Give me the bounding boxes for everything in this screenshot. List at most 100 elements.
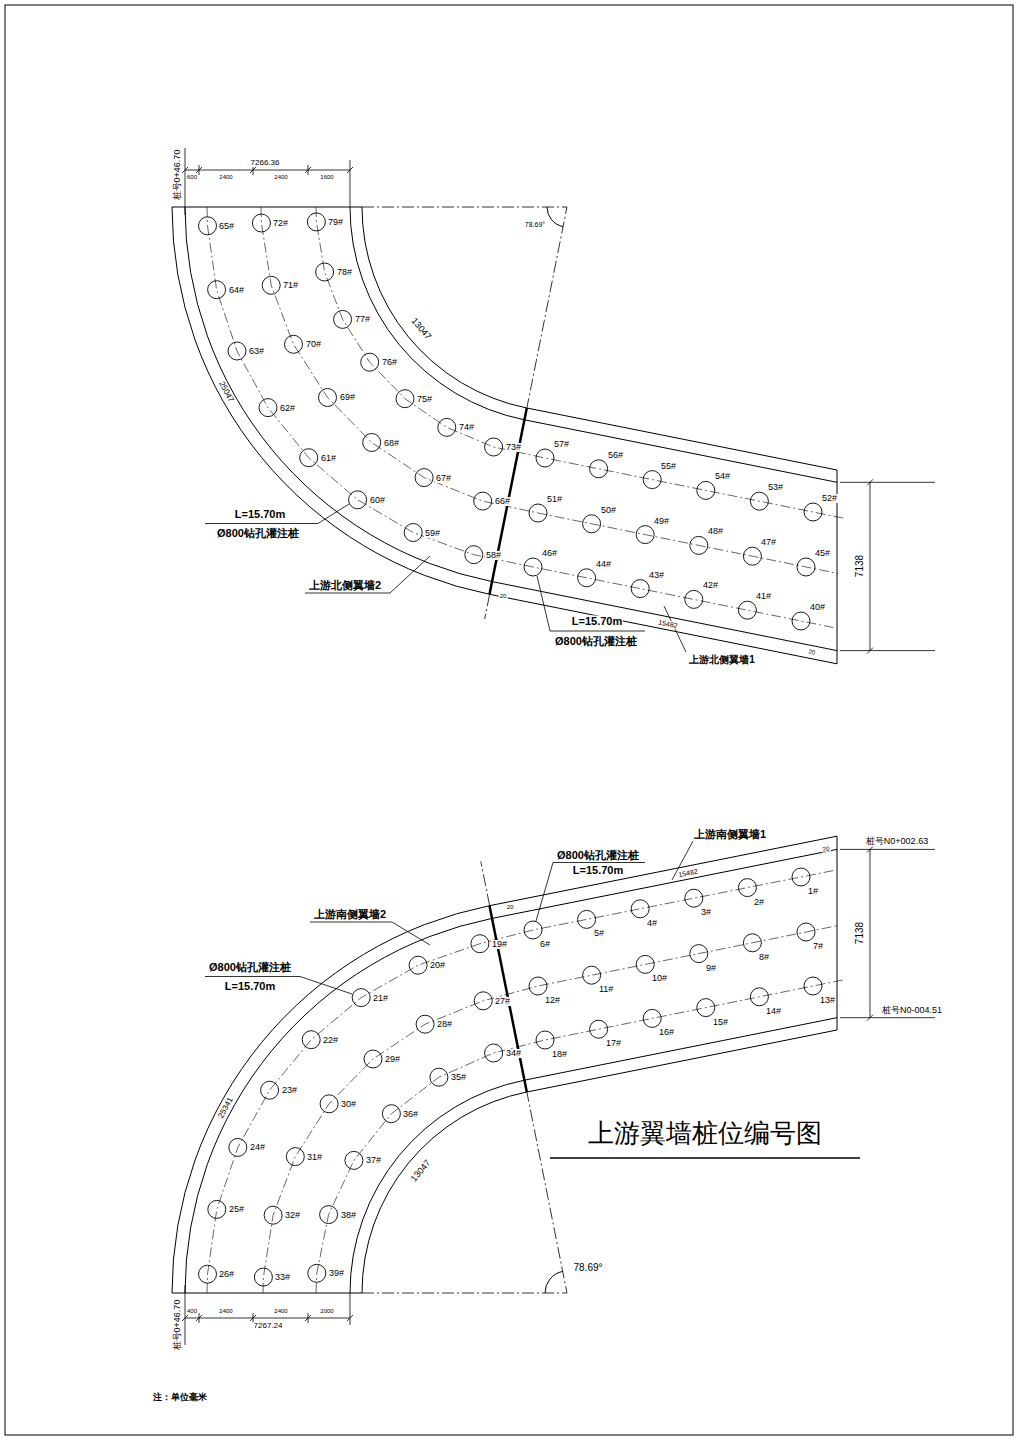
dimension: 2400 — [218, 1308, 233, 1314]
pile-row-line — [316, 980, 845, 1294]
pile-row-line — [263, 926, 838, 1294]
pile-circle — [797, 923, 815, 941]
pile-number: 56# — [607, 451, 624, 460]
pile-type: Ø800钻孔灌注桩 — [208, 962, 292, 973]
pile-number: 15# — [712, 1018, 729, 1027]
dimension: 7138 — [855, 921, 865, 945]
pile-number: 67# — [435, 474, 452, 483]
pile-number: 53# — [767, 483, 784, 492]
pile-circle — [643, 471, 661, 489]
pile-circle — [438, 418, 456, 436]
pile-circle — [697, 999, 715, 1017]
pile-length: L=15.70m — [572, 865, 624, 876]
pile-circle — [685, 590, 703, 608]
pile-number: 40# — [809, 603, 826, 612]
pile-number: 55# — [660, 462, 677, 471]
pile-circle — [259, 399, 277, 417]
pile-circle — [229, 1138, 247, 1156]
pile-number: 10# — [651, 974, 668, 983]
pile-number: 45# — [814, 549, 831, 558]
pile-number: 26# — [218, 1270, 235, 1279]
pile-length: L=15.70m — [571, 616, 623, 627]
section-joint — [490, 408, 527, 594]
pile-circle — [631, 900, 649, 918]
pile-circle — [474, 492, 492, 510]
pile-number: 50# — [600, 506, 617, 515]
section-joint — [490, 906, 527, 1092]
pile-number: 34# — [505, 1049, 522, 1058]
pile-number: 31# — [306, 1153, 323, 1162]
wall-name: 上游南侧翼墙1 — [693, 829, 767, 840]
radius-dimension: 25047 — [216, 380, 235, 405]
dimension: 7138 — [855, 554, 865, 578]
pile-circle — [252, 214, 270, 232]
pile-number: 60# — [369, 496, 386, 505]
pile-number: 5# — [593, 929, 605, 938]
pile-number: 37# — [365, 1156, 382, 1165]
dimension: 2400 — [273, 174, 288, 180]
pile-number: 11# — [598, 985, 614, 994]
drawing-title: 上游翼墙桩位编号图 — [588, 1120, 822, 1146]
pile-number: 43# — [648, 571, 665, 580]
pile-circle — [685, 889, 703, 907]
radius-dimension: 13047 — [409, 1158, 433, 1184]
pile-circle — [302, 1031, 320, 1049]
pile-circle — [361, 353, 379, 371]
pile-number: 57# — [553, 440, 570, 449]
pile-number: 42# — [702, 581, 719, 590]
pile-number: 69# — [339, 393, 356, 402]
pile-number: 64# — [228, 286, 245, 295]
angle-dimension: 78.69° — [572, 1263, 603, 1273]
pile-circle — [382, 1105, 400, 1123]
pile-circle — [307, 213, 325, 231]
dimension: 20 — [506, 904, 515, 910]
pile-number: 63# — [248, 347, 265, 356]
pile-row-line — [207, 871, 833, 1293]
pile-number: 49# — [653, 517, 670, 526]
pile-circle — [308, 1264, 326, 1282]
pile-number: 73# — [505, 443, 522, 452]
pile-circle — [319, 389, 337, 407]
pile-circle — [583, 515, 601, 533]
dimension: 2400 — [273, 1308, 288, 1314]
angle-arc — [545, 1271, 563, 1293]
pile-circle — [743, 934, 761, 952]
dimension: 20 — [499, 593, 508, 599]
pile-circle — [409, 956, 427, 974]
pile-number: 35# — [450, 1073, 467, 1082]
pile-length: L=15.70m — [224, 981, 276, 992]
pile-circle — [363, 434, 381, 452]
dimension: 2400 — [218, 174, 233, 180]
pile-circle — [254, 1268, 272, 1286]
pile-type: Ø800钻孔灌注桩 — [216, 528, 300, 539]
pile-number: 39# — [328, 1269, 345, 1278]
pile-number: 7# — [812, 942, 824, 951]
pile-circle — [416, 1015, 434, 1033]
pile-circle — [804, 977, 822, 995]
pile-number: 46# — [541, 549, 558, 558]
pile-circle — [804, 503, 822, 521]
dimension: 20 — [821, 845, 831, 853]
pile-circle — [529, 504, 547, 522]
pile-circle — [352, 989, 370, 1007]
pile-circle — [636, 955, 654, 973]
pile-circle — [320, 1095, 338, 1113]
pile-circle — [485, 438, 503, 456]
south-wing-wall-outline — [172, 836, 837, 1293]
pile-circle — [792, 868, 810, 886]
pile-circle — [364, 1050, 382, 1068]
pile-circle — [636, 526, 654, 544]
pile-circle — [396, 390, 414, 408]
pile-number: 41# — [755, 592, 772, 601]
pile-number: 77# — [354, 315, 371, 324]
title-underline — [550, 1157, 860, 1159]
pile-circle — [349, 491, 367, 509]
pile-circle — [536, 1031, 554, 1049]
pile-circle — [797, 558, 815, 576]
pile-row-line — [207, 207, 833, 628]
pile-number: 66# — [494, 497, 511, 506]
pile-number: 6# — [539, 940, 551, 949]
pile-number: 14# — [765, 1007, 782, 1016]
pile-circle — [583, 966, 601, 984]
pile-row-line — [261, 207, 838, 574]
